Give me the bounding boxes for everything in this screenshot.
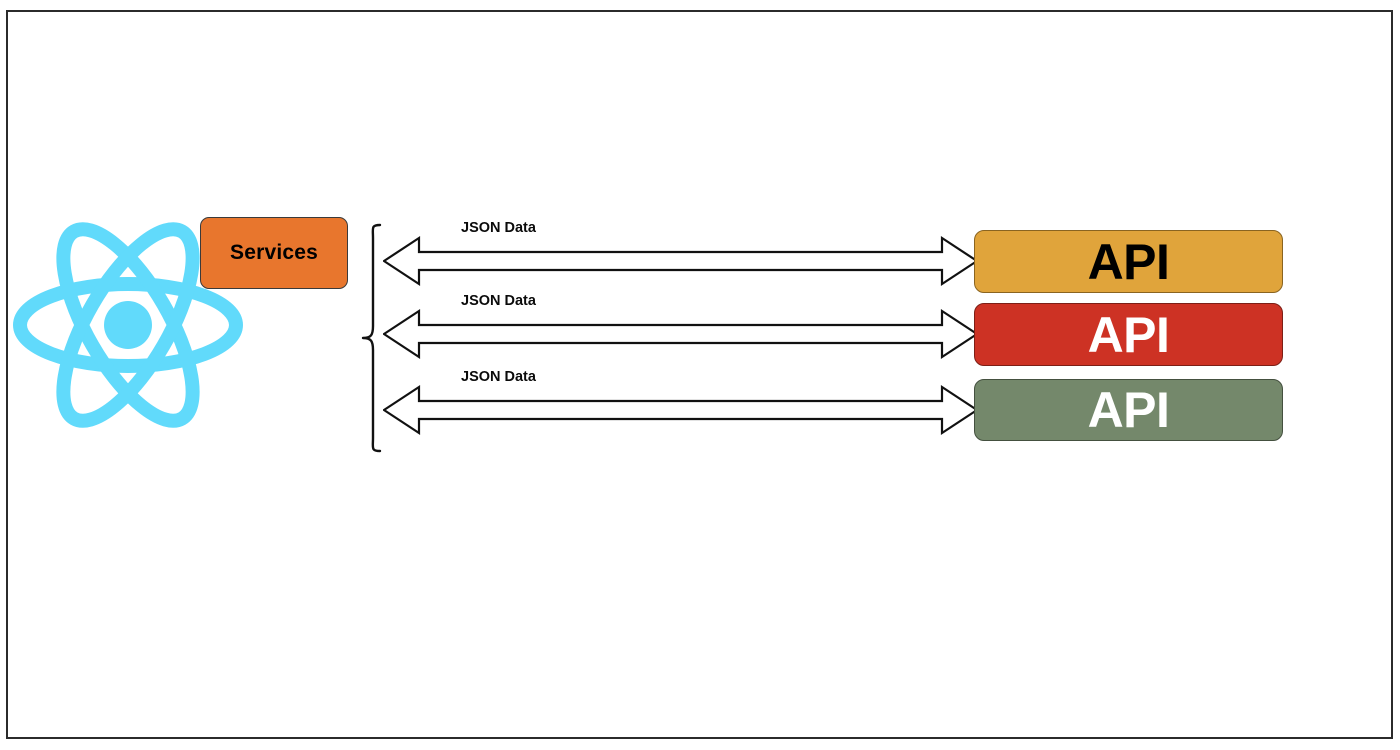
grouping-brace (360, 222, 386, 454)
double-arrow-icon (381, 235, 980, 287)
services-label: Services (229, 241, 318, 264)
double-arrow-icon (381, 308, 980, 360)
services-box[interactable]: Services (200, 217, 348, 289)
api-label-1: API (1087, 233, 1170, 290)
connector-row-2: JSON Data (381, 293, 980, 363)
double-arrow-icon (381, 384, 980, 436)
connector-row-3: JSON Data (381, 369, 980, 439)
connector-label-3: JSON Data (461, 369, 536, 385)
connector-row-1: JSON Data (381, 220, 980, 290)
connector-label-1: JSON Data (461, 220, 536, 236)
api-label-3: API (1087, 382, 1170, 438)
api-box-3[interactable]: API (974, 379, 1283, 441)
connector-label-2: JSON Data (461, 293, 536, 309)
api-box-2[interactable]: API (974, 303, 1283, 366)
api-label-2: API (1087, 306, 1170, 363)
api-box-1[interactable]: API (974, 230, 1283, 293)
react-logo (10, 207, 246, 443)
